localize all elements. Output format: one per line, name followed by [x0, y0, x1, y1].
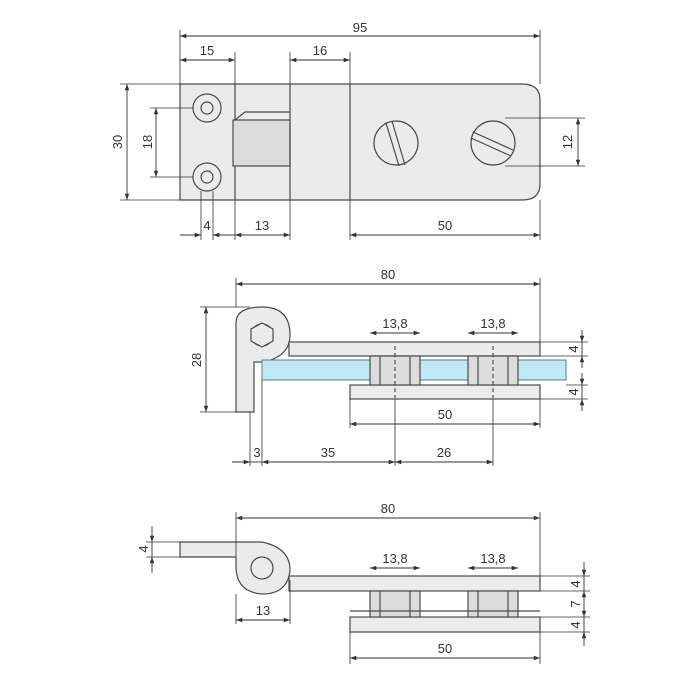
dim-mid-overall: 80 — [381, 267, 395, 282]
dim-mid-edge-offset: 3 — [253, 445, 260, 460]
top-view-body — [179, 83, 541, 201]
dim-bot-overall: 80 — [381, 501, 395, 516]
top-view: 95 15 16 30 18 4 13 50 12 — [110, 20, 585, 240]
middle-view: 80 28 13,8 13,8 4 4 50 3 35 2 — [189, 267, 588, 466]
mounting-hole-top — [192, 93, 222, 123]
dim-top-left-block: 15 — [200, 43, 214, 58]
dim-top-overall: 95 — [353, 20, 367, 35]
bottom-view-bottom-plate — [349, 616, 541, 633]
dim-top-clamp-length: 50 — [438, 218, 452, 233]
dim-mid-first-bolt: 35 — [321, 445, 335, 460]
bottom-view: 80 4 13,8 13,8 4 7 4 13 50 — [136, 501, 590, 664]
dim-bot-leaf-thickness: 4 — [136, 545, 151, 552]
dim-mid-bolt-spacing: 26 — [437, 445, 451, 460]
dim-top-slot-spacing: 12 — [560, 135, 575, 149]
bottom-view-top-plate — [288, 575, 541, 592]
dim-bot-glass-gap: 7 — [568, 600, 583, 607]
dim-bot-bolt-pad-2: 13,8 — [480, 551, 505, 566]
top-view-hinge-cutout — [232, 119, 291, 167]
dim-top-knuckle: 13 — [255, 218, 269, 233]
dim-mid-plate-top: 4 — [566, 345, 581, 352]
dim-mid-bolt-pad-2: 13,8 — [480, 316, 505, 331]
dim-bot-clamp-length: 50 — [438, 641, 452, 656]
dim-top-hole-offset: 4 — [203, 218, 210, 233]
middle-view-bottom-plate — [349, 384, 541, 400]
dim-bot-pivot-offset: 13 — [256, 603, 270, 618]
dim-bot-bolt-pad-1: 13,8 — [382, 551, 407, 566]
dim-mid-clamp-length: 50 — [438, 407, 452, 422]
dim-top-hinge-cutout: 16 — [313, 43, 327, 58]
screw-head-left — [373, 120, 419, 167]
dim-bot-plate-bottom: 4 — [568, 621, 583, 628]
dim-top-hole-spacing: 18 — [140, 135, 155, 149]
bottom-view-bolt-pad-2 — [467, 590, 519, 618]
dim-mid-plate-bottom: 4 — [566, 388, 581, 395]
dim-mid-bolt-pad-1: 13,8 — [382, 316, 407, 331]
screw-head-right — [470, 120, 516, 166]
mounting-hole-bottom — [192, 162, 222, 192]
dim-top-height: 30 — [110, 135, 125, 149]
dim-bot-plate-top: 4 — [568, 580, 583, 587]
bottom-view-bolt-pad-1 — [369, 590, 421, 618]
middle-view-top-plate — [288, 341, 541, 357]
bottom-view-hinge-leaf — [179, 541, 291, 595]
dim-mid-height: 28 — [189, 353, 204, 367]
